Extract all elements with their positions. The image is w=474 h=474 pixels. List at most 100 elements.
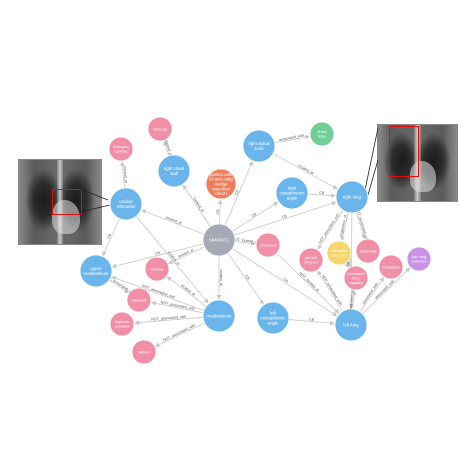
node-label: mediastinum bbox=[207, 314, 232, 319]
node-subcuta[interactable]: subcuta bbox=[147, 116, 173, 142]
edge-left_lung-increased bbox=[359, 277, 385, 313]
edge-study-right_lung bbox=[234, 201, 337, 236]
edge-left_lung-low_lung_volumes bbox=[362, 267, 411, 315]
edge-label: CB bbox=[347, 257, 351, 263]
node-mediastinal[interactable]: mediasti bbox=[126, 287, 152, 313]
edge-label: associated_with bbox=[374, 279, 395, 300]
node-label: mediasti bbox=[132, 297, 147, 302]
node-label: wideni bbox=[138, 349, 149, 354]
edge-study-cardiac_silhouette bbox=[141, 209, 205, 235]
node-circle bbox=[275, 176, 309, 210]
node-label: normal bbox=[151, 266, 163, 271]
edge-label: CB bbox=[244, 274, 250, 281]
edge-upper_mediastinum-mediastinal bbox=[109, 279, 129, 294]
node-study[interactable]: 58400372 bbox=[202, 223, 236, 257]
edge-label: CB bbox=[107, 233, 113, 240]
edge-left_lung-pleural_effusion bbox=[317, 270, 343, 312]
node-normal[interactable]: normal bbox=[144, 256, 170, 282]
edge-cardiac_silhouette-mediastinum bbox=[135, 216, 209, 304]
node-label: increased bbox=[382, 264, 399, 269]
callout-line bbox=[79, 204, 111, 213]
edge-study-left_lung bbox=[232, 248, 338, 317]
node-label: left lung bbox=[343, 323, 359, 328]
edge-label: CB bbox=[216, 209, 220, 215]
edge-label: CB bbox=[251, 212, 258, 218]
node-circle bbox=[343, 265, 369, 291]
node-circle bbox=[355, 238, 381, 264]
edge-right_lung-left_lung bbox=[348, 212, 354, 309]
edge-label: NOT_located_at bbox=[298, 271, 320, 292]
node-left-lung[interactable]: left lung bbox=[334, 308, 368, 342]
node-label: subcuta bbox=[153, 126, 168, 131]
edge-label: NOT_associated_with bbox=[151, 315, 186, 322]
edge-interstitial_lung_dis-increased_lung_capacity bbox=[344, 262, 350, 268]
node-circle bbox=[126, 287, 152, 313]
callout-line bbox=[79, 188, 109, 201]
edge-label: associated_with bbox=[279, 133, 305, 142]
node-circle bbox=[334, 308, 368, 342]
node-atelectasis[interactable]: atelectasi bbox=[355, 238, 381, 264]
node-circle bbox=[108, 136, 134, 162]
edge-label: located_at bbox=[164, 139, 173, 156]
edge-study-pneumothorax bbox=[234, 240, 256, 246]
edge-label: NOT_associated_with bbox=[355, 207, 369, 242]
edge-pneumothorax-left_lung bbox=[276, 253, 340, 314]
node-right-lung[interactable]: right lung bbox=[335, 180, 369, 214]
node-circle bbox=[109, 311, 135, 337]
node-circle bbox=[202, 299, 236, 333]
node-circle bbox=[256, 301, 290, 335]
node-circle bbox=[144, 256, 170, 282]
edge-mediastinum-widening bbox=[154, 322, 205, 347]
edge-mediastinum-normal bbox=[166, 276, 207, 307]
node-label: atelectasi bbox=[360, 248, 377, 253]
node-circle bbox=[131, 339, 157, 365]
node-circle bbox=[298, 247, 324, 273]
edge-label: NOT_located_at bbox=[232, 237, 258, 244]
node-circle bbox=[309, 121, 335, 147]
node-pneumothorax[interactable]: pneumot bbox=[255, 232, 281, 258]
node-increased[interactable]: increased bbox=[378, 254, 404, 280]
edge-right_lung-interstitial_lung_dis bbox=[340, 212, 349, 242]
node-circle bbox=[406, 246, 432, 272]
edge-label: NOT_associated_with bbox=[163, 323, 196, 342]
node-circle bbox=[378, 254, 404, 280]
chest-xray-thumbnail-left bbox=[18, 159, 102, 245]
node-mediastinum[interactable]: mediastinum bbox=[202, 299, 236, 333]
edge-label: CB bbox=[234, 189, 240, 196]
edge-study-right_chest_wall bbox=[182, 184, 211, 227]
edge-cardiac_silhouette-upper_mediastinum bbox=[102, 218, 120, 257]
edge-left_lung-increased_lung_capacity bbox=[351, 290, 357, 310]
callout-line bbox=[364, 127, 379, 191]
node-widening[interactable]: wideni bbox=[131, 339, 157, 365]
edge-label: CB bbox=[155, 251, 161, 256]
right-lung-highlight-box bbox=[389, 126, 419, 177]
edge-label: located_at bbox=[219, 269, 223, 286]
callout-line bbox=[367, 159, 379, 196]
node-circle bbox=[147, 116, 173, 142]
node-circle bbox=[79, 254, 113, 288]
edge-label: NOT_associated_with bbox=[160, 300, 195, 311]
